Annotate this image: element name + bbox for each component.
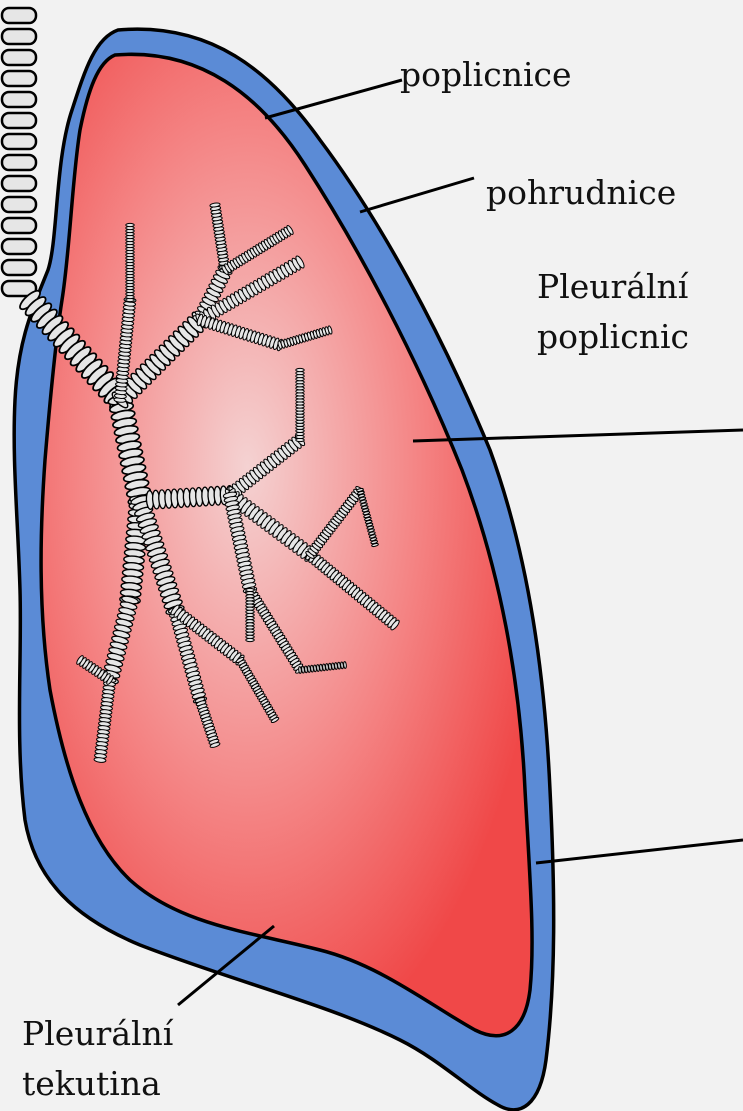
bronchus-ring <box>334 662 337 669</box>
bronchus-ring <box>322 664 325 671</box>
trachea-ring <box>2 176 36 191</box>
bronchus-ring <box>340 662 343 669</box>
trachea-ring <box>2 155 36 170</box>
bronchus-ring <box>310 665 313 672</box>
label-pleuralni-dutina-line1: Pleurální <box>537 268 688 305</box>
bronchus-ring <box>296 368 305 371</box>
bronchus-ring <box>331 663 334 670</box>
bronchus-ring <box>298 666 301 673</box>
trachea-ring <box>2 8 36 23</box>
trachea-ring <box>2 134 36 149</box>
bronchus-ring <box>337 662 340 669</box>
bronchus-ring <box>328 663 331 670</box>
leader-line-pohrudnice <box>360 178 474 212</box>
label-pleuralni-tekutina-line2: tekutina <box>22 1065 161 1102</box>
trachea-ring <box>2 113 36 128</box>
bronchus-ring <box>301 666 304 673</box>
bronchus-branch <box>296 368 305 441</box>
label-pohrudnice: pohrudnice <box>486 174 676 211</box>
leader-line-pleuralni-dutina-lower <box>536 840 743 863</box>
trachea-ring <box>2 239 36 254</box>
bronchus-ring <box>307 665 310 672</box>
trachea <box>2 8 36 296</box>
trachea-ring <box>2 71 36 86</box>
trachea-ring <box>2 50 36 65</box>
trachea-ring <box>2 218 36 233</box>
bronchus-ring <box>319 664 322 671</box>
label-poplicnice: poplicnice <box>400 56 572 93</box>
bronchus-ring <box>313 665 316 672</box>
bronchus-ring <box>316 664 319 671</box>
bronchus-ring <box>304 666 307 673</box>
bronchus-ring <box>126 223 135 226</box>
trachea-ring <box>2 260 36 275</box>
bronchus-ring <box>343 661 346 668</box>
trachea-ring <box>2 29 36 44</box>
bronchus-branch <box>246 588 255 641</box>
trachea-ring <box>2 92 36 107</box>
trachea-ring <box>2 197 36 212</box>
label-pleuralni-tekutina-line1: Pleurální <box>22 1015 173 1052</box>
label-pleuralni-dutina-line2: poplicnic <box>537 318 689 355</box>
bronchus-ring <box>246 638 255 641</box>
bronchus-ring <box>325 663 328 670</box>
bronchus-branch <box>126 223 135 301</box>
